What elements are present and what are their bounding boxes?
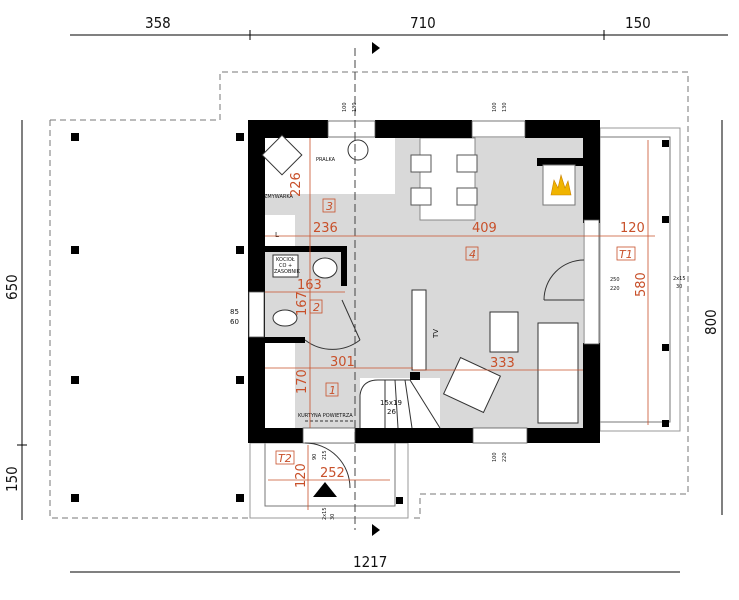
- stairs-label: 15x19: [380, 399, 402, 407]
- chairs: [410, 154, 478, 206]
- dim-163: 163: [297, 278, 322, 293]
- section-arrow-top-icon: [372, 42, 380, 54]
- dim-left-650: 650: [3, 274, 21, 300]
- room-t1: T1: [619, 248, 633, 261]
- sofa: [537, 322, 579, 424]
- tv-stand: [411, 289, 427, 371]
- svg-text:30: 30: [676, 284, 682, 290]
- dim-167: 167: [295, 291, 310, 316]
- dim-236: 236: [313, 221, 338, 236]
- dim-top-358: 358: [145, 14, 171, 32]
- dim-252: 252: [320, 466, 345, 481]
- dim-301: 301: [330, 355, 355, 370]
- room-1: 1: [329, 384, 336, 397]
- washbasin: [312, 257, 338, 279]
- svg-text:CO +: CO +: [279, 263, 292, 269]
- windows: [248, 120, 600, 444]
- svg-text:130: 130: [502, 102, 508, 112]
- window-label: 100: [342, 102, 348, 112]
- stove: [261, 134, 303, 176]
- svg-text:215: 215: [322, 450, 328, 460]
- svg-text:30: 30: [330, 514, 336, 520]
- svg-text:220: 220: [610, 286, 620, 292]
- dim-top-710: 710: [410, 14, 436, 32]
- walls: [248, 120, 600, 443]
- roof-outline: [49, 71, 689, 519]
- dim-120-right: 120: [620, 221, 645, 236]
- entrance-arrow-icon: [313, 482, 337, 497]
- washer-label: PRALKA: [316, 157, 336, 163]
- svg-text:ZASOBNIK: ZASOBNIK: [274, 269, 301, 275]
- dim-333: 333: [490, 356, 515, 371]
- dimension-lines: [17, 30, 728, 573]
- room-labels: [275, 198, 636, 465]
- dim-170: 170: [295, 369, 310, 394]
- air-curtain-label: KURTYNA POWIETRZA: [298, 413, 353, 419]
- dishwasher-label: ZMYWARKA: [264, 194, 294, 200]
- dim-bottom-1217: 1217: [353, 553, 387, 571]
- interior-dimension-lines: [265, 138, 655, 510]
- svg-text:220: 220: [502, 452, 508, 462]
- section-arrow-bottom-icon: [372, 524, 380, 536]
- dim-left-150: 150: [3, 466, 21, 492]
- sink: [347, 139, 369, 161]
- stairs: [359, 379, 441, 429]
- tv-label: TV: [432, 329, 440, 339]
- dim-409: 409: [472, 221, 497, 236]
- door-label: 250: [610, 277, 620, 283]
- door-label: 90: [312, 454, 318, 460]
- wardrobe-label: L: [275, 231, 279, 239]
- dim-226: 226: [289, 172, 304, 197]
- dim-120-bottom: 120: [294, 463, 309, 488]
- room-3: 3: [326, 200, 333, 213]
- window-label: 100: [492, 452, 498, 462]
- coffee-table: [489, 311, 519, 353]
- svg-text:130: 130: [352, 102, 358, 112]
- armchair: [442, 356, 502, 414]
- dim-580: 580: [634, 272, 649, 297]
- steps-label: 2x15: [322, 507, 328, 520]
- dim-top-150: 150: [625, 14, 651, 32]
- toilet: [272, 309, 298, 327]
- posts: [71, 133, 669, 504]
- room-4: 4: [469, 248, 476, 261]
- dim-right-800: 800: [702, 309, 720, 335]
- room-t2: T2: [278, 452, 292, 465]
- window-label: 100: [492, 102, 498, 112]
- room-2: 2: [313, 301, 320, 314]
- fire-icon: [550, 173, 572, 196]
- svg-text:60: 60: [230, 318, 239, 326]
- window-label: 85: [230, 308, 239, 316]
- steps-label: 2x15: [673, 276, 686, 282]
- boiler-label: KOCIOŁ: [276, 257, 295, 263]
- svg-text:26: 26: [387, 408, 396, 416]
